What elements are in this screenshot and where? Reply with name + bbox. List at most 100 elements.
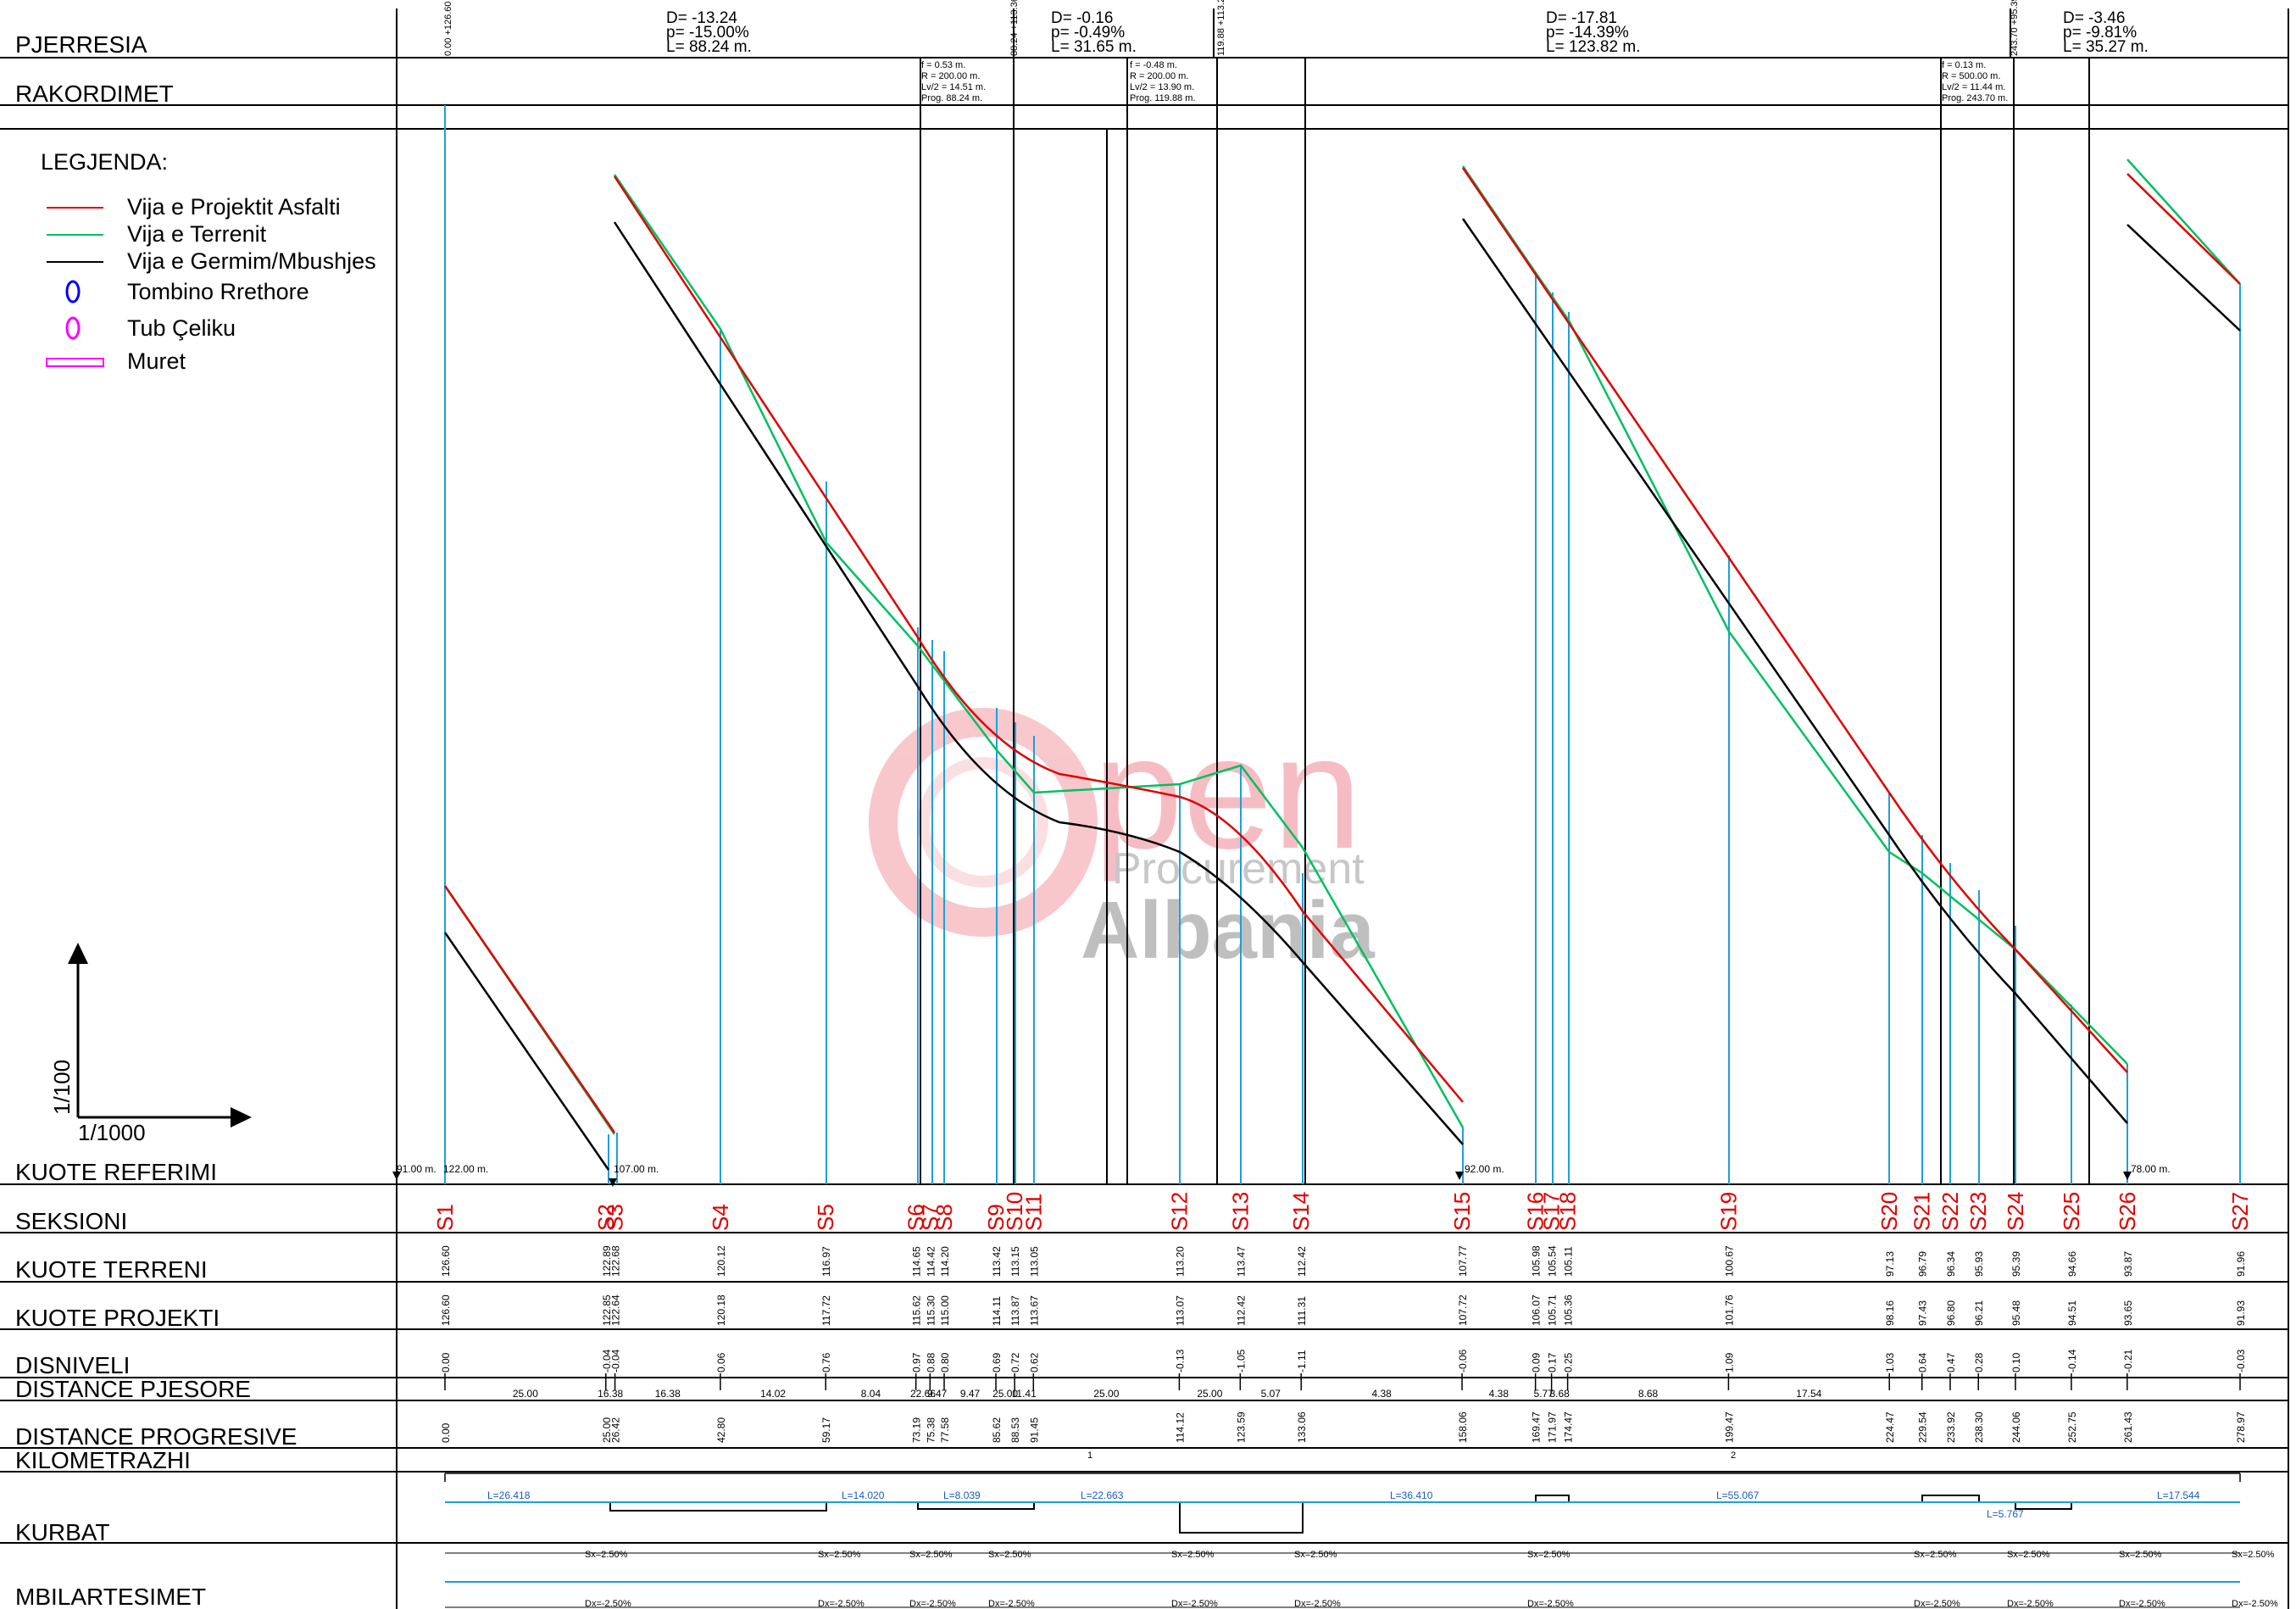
progressive-distance: 171.97 bbox=[1547, 1411, 1559, 1443]
curve-length-7: L=5.767 bbox=[1987, 1508, 2024, 1520]
terrain-elevation: 107.77 bbox=[1457, 1245, 1469, 1277]
project-elevation: 113.87 bbox=[1009, 1295, 1021, 1326]
terrain-elevation: 96.34 bbox=[1945, 1251, 1957, 1277]
elevation-difference: 0.06 bbox=[715, 1352, 727, 1372]
terrain-elevation: 93.87 bbox=[2122, 1251, 2134, 1277]
legend-item-terrain: Vija e Terrenit bbox=[127, 221, 267, 247]
section-name: S18 bbox=[1555, 1192, 1581, 1231]
ref-marker-icon bbox=[392, 1172, 401, 1180]
slope-1-l: L= 88.24 m. bbox=[666, 38, 752, 56]
km-2: 2 bbox=[1731, 1450, 1736, 1461]
curve-length-8: L=17.544 bbox=[2157, 1489, 2200, 1501]
superelevation-dx: Dx=-2.50% bbox=[909, 1599, 956, 1609]
terrain-elevation: 105.98 bbox=[1531, 1245, 1543, 1277]
section-name: S4 bbox=[708, 1204, 733, 1231]
superelevation-dx: Dx=-2.50% bbox=[1527, 1599, 1574, 1609]
superelevation-dx: Dx=-2.50% bbox=[1294, 1599, 1341, 1609]
project-line-seg2 bbox=[1461, 167, 2128, 1073]
project-elevation: 111.31 bbox=[1296, 1296, 1308, 1326]
superelevation-dx: Dx=-2.50% bbox=[2007, 1599, 2054, 1609]
terrain-elevation: 122.89 bbox=[601, 1245, 613, 1277]
project-elevation: 93.65 bbox=[2122, 1300, 2134, 1326]
progressive-distance: 42.80 bbox=[715, 1417, 727, 1443]
section-name: S8 bbox=[931, 1204, 957, 1231]
terrain-elevation: 91.96 bbox=[2235, 1251, 2247, 1277]
section-name: S14 bbox=[1288, 1192, 1314, 1231]
terrain-elevation: 95.93 bbox=[1973, 1251, 1985, 1277]
vcurve-3-r: R = 500.00 m. bbox=[1942, 71, 2000, 81]
elevation-difference: 0.69 bbox=[991, 1352, 1003, 1372]
section-name: S27 bbox=[2227, 1192, 2253, 1231]
terrain-elevation: 105.11 bbox=[1563, 1246, 1575, 1277]
label-seksioni: SEKSIONI bbox=[15, 1208, 127, 1234]
slope-block-4: D= -3.46 p= -9.81% L= 35.27 m. bbox=[2063, 9, 2149, 56]
slope-blocks: D= -13.24 p= -15.00% L= 88.24 m. D= -0.1… bbox=[666, 9, 2149, 56]
project-line-seg3 bbox=[2126, 173, 2241, 285]
section-name: S12 bbox=[1166, 1192, 1192, 1231]
superelevation-sx: Sx=2.50% bbox=[2232, 1550, 2275, 1560]
ref-marker-icon bbox=[609, 1178, 617, 1187]
vcurve-1-f: f = 0.53 m. bbox=[921, 60, 965, 70]
section-name: S5 bbox=[813, 1204, 838, 1231]
section-name: S20 bbox=[1876, 1192, 1902, 1231]
superelevation-sx: Sx=2.50% bbox=[818, 1550, 861, 1560]
vcurve-3-prog: Prog. 243.70 m. bbox=[1942, 93, 2008, 103]
partial-distance: 25.00 bbox=[1197, 1388, 1222, 1400]
section-name: S21 bbox=[1910, 1192, 1935, 1231]
progressive-distance: 77.58 bbox=[939, 1417, 951, 1443]
partial-distance: 4.38 bbox=[1489, 1388, 1509, 1400]
progressive-distance: 174.47 bbox=[1563, 1411, 1575, 1443]
legend-title: LEGJENDA: bbox=[41, 149, 168, 175]
terrain-elevation: 96.79 bbox=[1917, 1251, 1929, 1277]
curve-length-1: L=26.418 bbox=[487, 1489, 531, 1501]
legend-item-steel-pipe: Tub Çeliku bbox=[127, 315, 236, 341]
section-name: S6 bbox=[903, 1204, 929, 1231]
watermark-logo-inner bbox=[918, 757, 1048, 888]
terrain-elevation: 105.54 bbox=[1547, 1245, 1559, 1277]
elevation-difference: 0.00 bbox=[440, 1352, 452, 1372]
elevation-difference: 1.09 bbox=[1723, 1352, 1735, 1372]
curve-length-3: L=8.039 bbox=[943, 1489, 981, 1501]
horizontal-scale-label: 1/1000 bbox=[78, 1120, 146, 1145]
terrain-elevation: 114.42 bbox=[925, 1246, 937, 1277]
project-elevation: 94.51 bbox=[2066, 1300, 2078, 1326]
elevation-difference: 0.17 bbox=[1547, 1352, 1559, 1372]
superelevation-sx: Sx=2.50% bbox=[2007, 1550, 2050, 1560]
kurbat-row: L=26.418 L=14.020 L=8.039 L=22.663 L=36.… bbox=[445, 1489, 2240, 1534]
legend-steel-pipe-icon bbox=[65, 316, 81, 340]
label-kurbat: KURBAT bbox=[15, 1519, 110, 1545]
ref-marker-icon bbox=[2123, 1172, 2132, 1180]
station-lines bbox=[444, 105, 2241, 1184]
project-line-seg1 bbox=[613, 175, 1464, 1103]
watermark: pen Procurement Albania bbox=[869, 703, 1375, 976]
curve-length-2: L=14.020 bbox=[842, 1489, 885, 1501]
elevation-difference: 0.88 bbox=[925, 1352, 937, 1372]
progressive-distance: 224.47 bbox=[1884, 1411, 1896, 1443]
superelevation-dx: Dx=-2.50% bbox=[818, 1599, 864, 1609]
watermark-word-pen: pen bbox=[1093, 703, 1362, 882]
progressive-distance: 59.17 bbox=[820, 1417, 832, 1443]
project-elevation: 91.93 bbox=[2235, 1300, 2247, 1326]
vcurve-1-lv: Lv/2 = 14.51 m. bbox=[921, 82, 986, 92]
slope-4-d: D= -3.46 bbox=[2063, 9, 2125, 27]
vcurve-1-prog: Prog. 88.24 m. bbox=[921, 93, 982, 103]
grade-point-labels: 0.00 +126.60 88.24 +113.36 119.88 +113.2… bbox=[443, 0, 2020, 56]
superelevation-sx: Sx=2.50% bbox=[1171, 1550, 1215, 1560]
partial-distance: 14.02 bbox=[760, 1388, 786, 1400]
mbilartesimet-row: Sx=2.50% Dx=-2.50% Sx=2.50% Dx=-2.50% Sx=2.5… bbox=[445, 1550, 2278, 1609]
ref-level-1: 91.00 m. bbox=[397, 1163, 436, 1175]
partial-distance: 8.04 bbox=[861, 1388, 881, 1400]
section-name: S7 bbox=[917, 1204, 942, 1231]
vcurve-1-r: R = 200.00 m. bbox=[921, 71, 980, 81]
